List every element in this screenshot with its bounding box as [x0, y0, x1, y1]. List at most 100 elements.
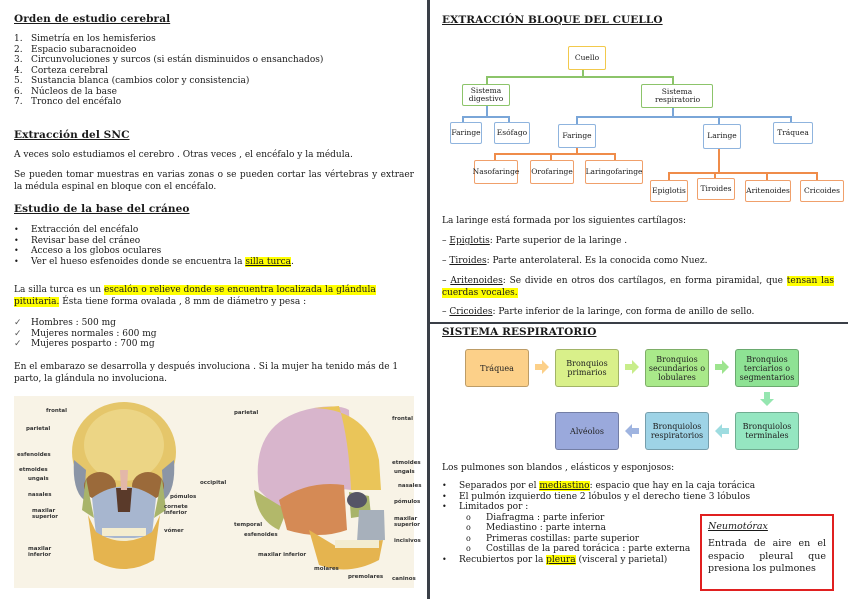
tree-node-orofaringe: Orofaringe: [527, 158, 574, 184]
tree-node-traquea: Tráquea: [770, 120, 813, 144]
tree-node-laringofaringe: Laringofaringe: [582, 158, 643, 184]
list-item: •Revisar base del cráneo: [14, 235, 141, 246]
label-premolares: premolares: [348, 574, 384, 580]
label-caninos: caninos: [392, 576, 416, 582]
list-item: 3.Circunvoluciones y surcos (si están di…: [14, 55, 324, 65]
flow-box-bronquios-terciarios: Bronquios terciarios o segmentarios: [735, 349, 799, 387]
list-item: •Separados por el mediastino: espacio qu…: [442, 481, 756, 491]
paragraph: Se pueden tomar muestras en varias zonas…: [14, 170, 414, 192]
tree-node-laringe: Laringe: [700, 122, 741, 149]
arrow-right-icon: [715, 360, 729, 374]
flow-box-alveolos: Alvéolos: [555, 412, 619, 450]
paragraph-silla-turca: La silla turca es un escalón o relieve d…: [14, 285, 376, 307]
list-item: 7.Tronco del encéfalo: [14, 97, 122, 107]
paragraph: A veces solo estudiamos el cerebro . Otr…: [14, 150, 353, 160]
tree-node-faringe-digestivo: Faringe: [447, 120, 482, 144]
heading-base-craneo: Estudio de la base del cráneo: [14, 203, 190, 215]
tree-node-sistema-respiratorio: Sistema respiratorio: [638, 82, 713, 108]
skull-side-image: [254, 406, 385, 570]
lungs-list: •Separados por el mediastino: espacio qu…: [442, 481, 842, 565]
tree-node-esofago: Esófago: [491, 120, 530, 144]
label-cornete-inferior: cornete inferior: [164, 504, 188, 516]
callout-body: Entrada de aire en el espacio pleural qu…: [708, 538, 826, 574]
orden-estudio-list: 1.Simetría en los hemisferios 2.Espacio …: [14, 34, 414, 108]
tree-node-sistema-digestivo: Sistema digestivo: [459, 82, 510, 106]
label-occipital: occipital: [200, 480, 227, 486]
list-item: 6.Núcleos de la base: [14, 86, 117, 97]
base-craneo-list: •Extracción del encéfalo •Revisar base d…: [14, 225, 414, 267]
paragraph: En el embarazo se desarrolla y después i…: [14, 362, 399, 384]
paragraph-pulmones: Los pulmones son blandos , elásticos y e…: [442, 463, 675, 473]
check-icon: ✓: [14, 318, 22, 328]
list-item: ✓Hombres : 500 mg: [14, 318, 116, 328]
list-item: ✓Mujeres normales : 600 mg: [14, 328, 157, 339]
label-maxilar-superior-side: maxilar superior: [394, 516, 420, 528]
flow-box-bronquiolos-terminales: Bronquiolos terminales: [735, 412, 799, 450]
label-parietal-side: parietal: [234, 410, 259, 416]
section-divider: [428, 322, 848, 324]
label-maxilar-inferior-side: maxilar inferior: [258, 552, 307, 558]
list-item: •Ver el hueso esfenoides donde se encuen…: [14, 256, 294, 267]
weights-list: ✓Hombres : 500 mg ✓Mujeres normales : 60…: [14, 318, 414, 350]
label-pomulos-side: pómulos: [394, 499, 421, 505]
label-etmoides-side: etmoides: [392, 460, 421, 466]
cartilage-tiroides: – Tiroides: Parte anterolateral. Es la c…: [442, 256, 708, 266]
label-ungais: ungais: [28, 476, 49, 482]
arrow-right-icon: [625, 360, 639, 374]
label-frontal: frontal: [46, 408, 68, 414]
check-icon: ✓: [14, 328, 22, 339]
label-vomer: vómer: [164, 528, 184, 534]
arrow-left-icon: [715, 424, 729, 438]
label-maxilar-superior: maxilar superior: [32, 508, 58, 520]
list-item: •Recubiertos por la pleura (visceral y p…: [442, 554, 668, 565]
tree-node-cricoides: Cricoides: [797, 178, 844, 202]
arrow-right-icon: [535, 360, 549, 374]
neumotorax-callout: Neumotórax Entrada de aire en el espacio…: [700, 514, 834, 591]
label-molares: molares: [314, 566, 339, 572]
cartilage-aritenoides: – Aritenoides: Se divide en otros dos ca…: [442, 276, 834, 298]
label-parietal: parietal: [26, 426, 51, 432]
tree-node-nasofaringe: Nasofaringe: [471, 158, 519, 184]
paragraph-laringe-intro: La laringe está formada por los siguient…: [442, 216, 686, 226]
heading-orden-estudio: Orden de estudio cerebral: [14, 13, 171, 25]
label-maxilar-inferior: maxilar inferior: [28, 546, 52, 558]
cartilage-cricoides: – Cricoides: Parte inferior de la laring…: [442, 307, 755, 317]
flow-box-traquea: Tráquea: [465, 349, 529, 387]
list-item: •Extracción del encéfalo: [14, 225, 139, 235]
heading-sistema-respiratorio: SISTEMA RESPIRATORIO: [442, 326, 597, 338]
list-item: •Limitados por :: [442, 502, 529, 512]
list-item: 4.Corteza cerebral: [14, 65, 108, 76]
list-item: •Acceso a los globos oculares: [14, 246, 162, 256]
highlight: mediastino: [539, 481, 590, 491]
flow-box-bronquios-primarios: Bronquios primarios: [555, 349, 619, 387]
label-frontal-side: frontal: [392, 416, 414, 422]
cartilage-epiglotis: – Epiglotis: Parte superior de la laring…: [442, 236, 628, 246]
flow-box-bronquiolos-respiratorios: Bronquiolos respiratorios: [645, 412, 709, 450]
arrow-left-icon: [625, 424, 639, 438]
label-esfenoides: esfenoides: [17, 452, 51, 458]
highlight: pleura: [546, 554, 576, 565]
tree-node-epiglotis: Epiglotis: [647, 178, 688, 202]
heading-extraccion-cuello: EXTRACCIÓN BLOQUE DEL CUELLO: [442, 14, 663, 26]
skull-front-image: [72, 402, 176, 569]
list-item: 2.Espacio subaracnoideo: [14, 44, 137, 55]
callout-title: Neumotórax: [708, 521, 768, 532]
label-temporal: temporal: [234, 522, 263, 528]
column-divider: [427, 0, 430, 599]
skull-illustrations: frontal parietal esfenoides etmoides ung…: [14, 396, 422, 588]
tree-node-cuello: Cuello: [565, 44, 606, 70]
list-item: 1.Simetría en los hemisferios: [14, 34, 156, 44]
tree-node-tiroides: Tiroides: [694, 176, 735, 200]
label-incisivos: incisivos: [394, 538, 421, 544]
label-ungais-side: ungais: [394, 469, 415, 475]
highlight: silla turca: [245, 256, 291, 267]
flow-box-bronquios-secundarios: Bronquios secundarios o lobulares: [645, 349, 709, 387]
list-item: 5.Sustancia blanca (cambios color y cons…: [14, 76, 250, 86]
label-nasales-side: nasales: [398, 483, 422, 489]
heading-extraccion-snc: Extracción del SNC: [14, 129, 130, 141]
